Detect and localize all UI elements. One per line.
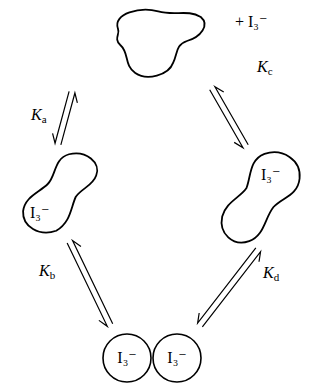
ion-label: I₃⁻: [167, 349, 186, 367]
arrow-line: [53, 91, 70, 143]
ion-label: I₃⁻: [261, 166, 280, 184]
blob-shape: [215, 150, 305, 245]
circle-node: I₃⁻: [102, 333, 152, 383]
arrow-line: [73, 240, 113, 323]
equilibrium-arrow: [198, 248, 261, 327]
arrow-line: [61, 93, 78, 145]
blob-outline: [23, 153, 97, 232]
rate-constant: Kb: [38, 262, 56, 281]
arrow-line: [67, 243, 107, 326]
blob-outline: [222, 152, 300, 242]
equilibrium-arrow: [67, 240, 113, 326]
circle-outline: [153, 334, 201, 382]
circle-outline: [103, 334, 151, 382]
circle-node: I₃⁻: [152, 333, 202, 383]
ion-label: I₃⁻: [30, 204, 49, 222]
equilibrium-arrow: [53, 91, 78, 144]
ion-label: I₃⁻: [117, 349, 136, 367]
equilibrium-arrow: [210, 87, 249, 148]
arrow-line: [210, 90, 243, 148]
blob-node: I₃⁻: [215, 150, 305, 245]
blob-shape: [95, 5, 210, 85]
ion-label: + I₃⁻: [235, 13, 267, 31]
rate-constant: Kc: [256, 58, 274, 77]
blob-node: I₃⁻: [18, 150, 103, 235]
arrow-line: [215, 87, 248, 145]
arrow-line: [202, 252, 260, 327]
blob-outline: [117, 10, 204, 77]
blob-node: + I₃⁻: [95, 5, 210, 85]
rate-constant: Ka: [30, 106, 48, 125]
rate-constant: Kd: [262, 264, 280, 283]
arrow-line: [198, 248, 256, 323]
blob-shape: [18, 150, 103, 235]
